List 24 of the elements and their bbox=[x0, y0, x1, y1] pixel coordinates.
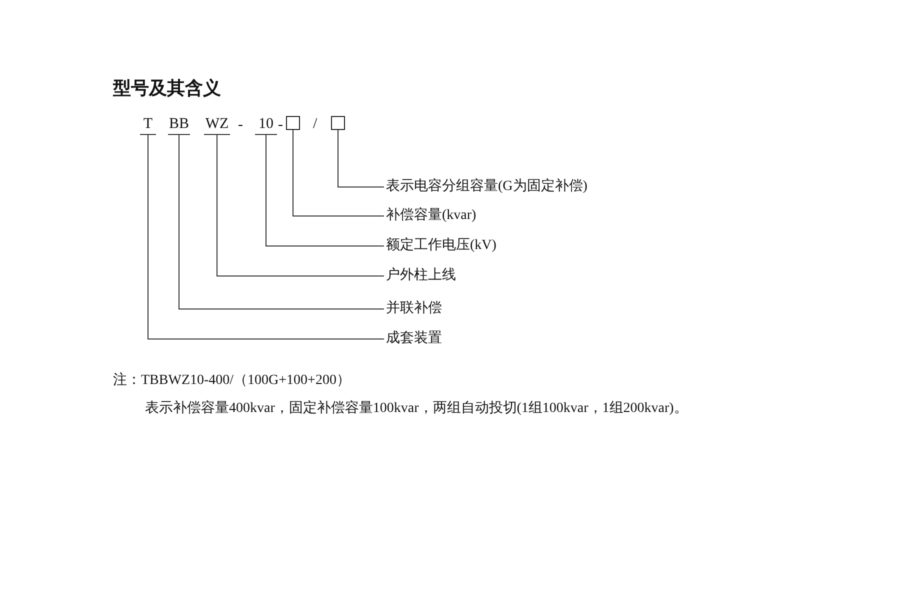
code-segment: 10 bbox=[255, 115, 277, 135]
code-segment: BB bbox=[168, 115, 190, 135]
leader-line bbox=[178, 134, 384, 310]
empty-square bbox=[331, 116, 345, 130]
leader-line bbox=[216, 134, 384, 276]
meaning-text: 表示电容分组容量(G为固定补偿) bbox=[386, 178, 588, 196]
meaning-text: 并联补偿 bbox=[386, 300, 442, 318]
note-text: 注：TBBWZ10-400/（100G+100+200） bbox=[113, 372, 350, 390]
meaning-text: 补偿容量(kvar) bbox=[386, 207, 476, 225]
code-segment: T bbox=[140, 115, 156, 135]
leader-line bbox=[266, 134, 384, 246]
separator: - bbox=[238, 116, 243, 134]
meaning-text: 成套装置 bbox=[386, 330, 442, 348]
separator: / bbox=[313, 115, 318, 133]
separator: - bbox=[278, 116, 283, 134]
leader-line bbox=[292, 130, 384, 216]
note-text: 表示补偿容量400kvar，固定补偿容量100kvar，两组自动投切(1组100kvar，1组200kvar)。 bbox=[145, 400, 688, 418]
heading: 型号及其含义 bbox=[113, 77, 221, 100]
leader-line bbox=[148, 134, 384, 340]
code-segment: WZ bbox=[204, 115, 230, 135]
meaning-text: 额定工作电压(kV) bbox=[386, 237, 496, 255]
meaning-text: 户外柱上线 bbox=[386, 267, 456, 285]
leader-line bbox=[338, 130, 384, 188]
empty-square bbox=[286, 116, 300, 130]
